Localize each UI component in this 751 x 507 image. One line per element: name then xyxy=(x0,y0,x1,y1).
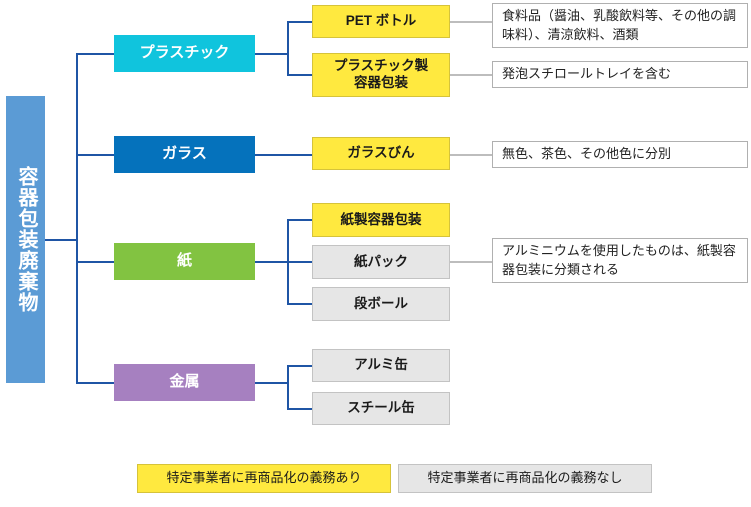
connector-trunk-glass xyxy=(76,154,116,156)
item-node-cardboard[interactable]: 段ボール xyxy=(312,287,450,321)
category-node-glass[interactable]: ガラス xyxy=(114,136,255,173)
connector-note-plastic xyxy=(450,74,492,76)
connector-glass-out xyxy=(255,154,312,156)
item-node-paper-packaging[interactable]: 紙製容器包装 xyxy=(312,203,450,237)
note-paper-pack: アルミニウムを使用したものは、紙製容器包装に分類される xyxy=(492,238,748,283)
category-node-paper[interactable]: 紙 xyxy=(114,243,255,280)
connector-plastic-out xyxy=(255,53,288,55)
item-node-plastic-packaging[interactable]: プラスチック製 容器包装 xyxy=(312,53,450,97)
item-node-paper-pack[interactable]: 紙パック xyxy=(312,245,450,279)
connector-paper-out xyxy=(255,261,288,263)
connector-paper-card xyxy=(287,303,312,305)
legend-obligation-required: 特定事業者に再商品化の義務あり xyxy=(137,464,391,493)
item-node-glass-bottle[interactable]: ガラスびん xyxy=(312,137,450,170)
connector-metal-out xyxy=(255,382,288,384)
note-glass-bottle: 無色、茶色、その他色に分別 xyxy=(492,141,748,168)
connector-note-pet xyxy=(450,21,492,23)
category-node-metal[interactable]: 金属 xyxy=(114,364,255,401)
item-node-aluminium-can[interactable]: アルミ缶 xyxy=(312,349,450,382)
connector-trunk xyxy=(76,53,78,383)
connector-paper-pack xyxy=(287,261,312,263)
connector-plastic-spine xyxy=(287,21,289,76)
connector-trunk-plastic xyxy=(76,53,116,55)
note-pet-bottle: 食料品（醤油、乳酸飲料等、その他の調味料）、清涼飲料、酒類 xyxy=(492,3,748,48)
connector-metal-steel xyxy=(287,408,312,410)
root-node-container-packaging-waste[interactable]: 容器包装廃棄物 xyxy=(6,96,45,383)
connector-note-glass xyxy=(450,154,492,156)
item-node-pet-bottle[interactable]: PET ボトル xyxy=(312,5,450,38)
connector-plastic-pet xyxy=(287,21,312,23)
connector-trunk-metal xyxy=(76,382,116,384)
connector-note-paperpack xyxy=(450,261,492,263)
legend-obligation-not-required: 特定事業者に再商品化の義務なし xyxy=(398,464,652,493)
connector-paper-pkg xyxy=(287,219,312,221)
item-node-steel-can[interactable]: スチール缶 xyxy=(312,392,450,425)
connector-trunk-paper xyxy=(76,261,116,263)
connector-metal-spine xyxy=(287,365,289,409)
note-plastic-packaging: 発泡スチロールトレイを含む xyxy=(492,61,748,88)
connector-plastic-pkg xyxy=(287,74,312,76)
connector-root-out xyxy=(45,239,77,241)
connector-metal-alum xyxy=(287,365,312,367)
category-node-plastic[interactable]: プラスチック xyxy=(114,35,255,72)
